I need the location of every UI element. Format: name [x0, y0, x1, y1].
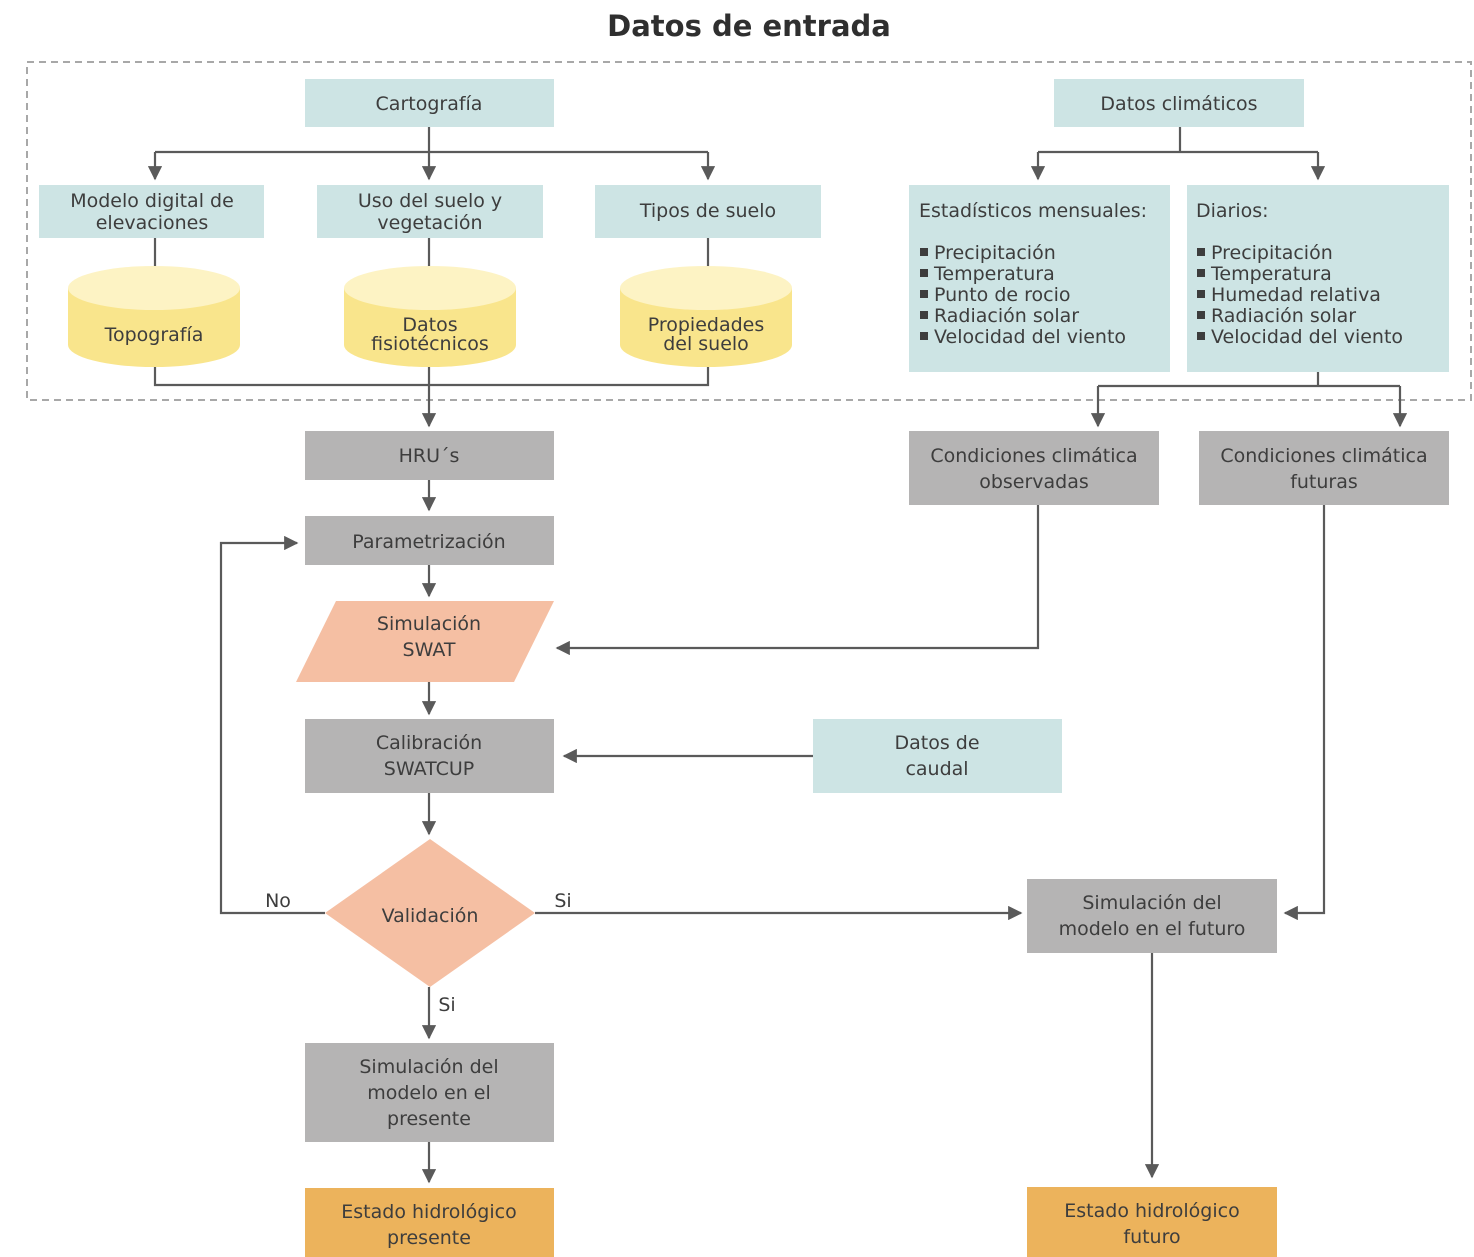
svg-text:Precipitación: Precipitación: [1211, 242, 1333, 264]
svg-text:SWATCUP: SWATCUP: [384, 758, 474, 780]
bullet-icon: [920, 311, 928, 319]
node-modelo-digital: Modelo digital de elevaciones: [39, 185, 264, 238]
svg-text:Punto de rocio: Punto de rocio: [934, 284, 1070, 306]
bullet-icon: [920, 290, 928, 298]
node-uso-suelo: Uso del suelo y vegetación: [317, 185, 543, 238]
svg-text:presente: presente: [387, 1227, 471, 1249]
bullet-icon: [920, 332, 928, 340]
node-datos-caudal: Datos de caudal: [813, 719, 1062, 793]
input-data-region: [26, 61, 1472, 401]
svg-text:Parametrización: Parametrización: [352, 531, 505, 553]
svg-text:Velocidad del viento: Velocidad del viento: [1211, 326, 1403, 348]
svg-text:Datos de: Datos de: [894, 732, 979, 754]
bullet-icon: [1197, 311, 1205, 319]
node-calibracion: Calibración SWATCUP: [305, 719, 554, 793]
svg-text:Radiación solar: Radiación solar: [934, 305, 1079, 327]
svg-text:Tipos de suelo: Tipos de suelo: [639, 200, 776, 222]
svg-text:Datos: Datos: [402, 314, 457, 336]
svg-text:Temperatura: Temperatura: [1210, 263, 1332, 285]
bullet-icon: [1197, 269, 1205, 277]
svg-text:Cartografía: Cartografía: [376, 93, 483, 115]
svg-text:Calibración: Calibración: [376, 732, 482, 754]
bullet-icon: [920, 248, 928, 256]
connector-validacion-no: [219, 535, 325, 915]
node-hrus: HRU´s: [305, 431, 554, 480]
svg-text:fisiotécnicos: fisiotécnicos: [371, 333, 489, 355]
svg-text:futuras: futuras: [1290, 471, 1358, 493]
svg-text:Simulación del: Simulación del: [359, 1056, 498, 1078]
connector-cylinders-merge: [153, 362, 710, 387]
svg-text:Estadísticos mensuales:: Estadísticos mensuales:: [919, 200, 1147, 222]
svg-text:Humedad relativa: Humedad relativa: [1211, 284, 1381, 306]
svg-text:Modelo digital de: Modelo digital de: [70, 190, 234, 212]
svg-text:modelo en el futuro: modelo en el futuro: [1059, 918, 1246, 940]
node-tipos-suelo: Tipos de suelo: [595, 185, 821, 238]
svg-text:Radiación solar: Radiación solar: [1211, 305, 1356, 327]
bullet-icon: [1197, 248, 1205, 256]
bullet-icon: [1197, 290, 1205, 298]
svg-text:elevaciones: elevaciones: [96, 212, 209, 234]
cylinder-propiedades-suelo: Propiedades del suelo: [620, 266, 792, 367]
node-parametrizacion: Parametrización: [305, 516, 554, 565]
svg-text:modelo en el: modelo en el: [367, 1082, 491, 1104]
svg-text:vegetación: vegetación: [377, 212, 482, 234]
connector-condobs-swat: [555, 505, 1040, 656]
bullet-icon: [920, 269, 928, 277]
svg-text:observadas: observadas: [979, 471, 1089, 493]
edge-label-si-down: Si: [438, 994, 455, 1016]
bullet-list: Precipitación Temperatura Humedad relati…: [1197, 242, 1403, 348]
svg-text:del suelo: del suelo: [663, 333, 749, 355]
svg-text:caudal: caudal: [905, 758, 968, 780]
svg-text:HRU´s: HRU´s: [399, 445, 460, 467]
node-simulacion-swat: Simulación SWAT: [296, 601, 554, 682]
edge-label-si-right: Si: [554, 890, 571, 912]
node-diarios: Diarios: Precipitación Temperatura Humed…: [1187, 185, 1449, 372]
connectors: [147, 127, 1408, 1184]
svg-text:SWAT: SWAT: [403, 639, 456, 661]
cylinder-topografia: Topografía: [68, 266, 240, 367]
bullet-list: Precipitación Temperatura Punto de rocio…: [920, 242, 1126, 348]
node-simulacion-futuro: Simulación del modelo en el futuro: [1027, 879, 1277, 953]
svg-text:Condiciones climática: Condiciones climática: [1220, 445, 1427, 467]
svg-text:presente: presente: [387, 1108, 471, 1130]
svg-text:Uso del suelo y: Uso del suelo y: [358, 190, 502, 212]
cylinder-datos-fisiotecnicos: Datos fisiotécnicos: [344, 266, 516, 367]
node-estado-futuro: Estado hidrológico futuro: [1027, 1187, 1277, 1257]
svg-text:Validación: Validación: [382, 905, 479, 927]
svg-text:Simulación del: Simulación del: [1082, 892, 1221, 914]
node-simulacion-presente: Simulación del modelo en el presente: [305, 1043, 554, 1142]
node-validacion: Validación: [325, 839, 535, 987]
node-condiciones-observadas: Condiciones climática observadas: [909, 431, 1159, 505]
svg-text:Simulación: Simulación: [377, 613, 481, 635]
svg-text:Propiedades: Propiedades: [648, 314, 765, 336]
svg-text:Temperatura: Temperatura: [933, 263, 1055, 285]
svg-text:Datos climáticos: Datos climáticos: [1100, 93, 1257, 115]
svg-text:Condiciones climática: Condiciones climática: [930, 445, 1137, 467]
node-condiciones-futuras: Condiciones climática futuras: [1199, 431, 1449, 505]
svg-text:Topografía: Topografía: [104, 324, 204, 346]
svg-text:Velocidad del viento: Velocidad del viento: [934, 326, 1126, 348]
node-estadisticos-mensuales: Estadísticos mensuales: Precipitación Te…: [909, 185, 1170, 372]
connector-condfut-simfuturo: [1283, 505, 1326, 921]
bullet-icon: [1197, 332, 1205, 340]
diagram-title: Datos de entrada: [607, 9, 891, 43]
svg-text:Estado hidrológico: Estado hidrológico: [1064, 1200, 1239, 1222]
svg-text:Estado hidrológico: Estado hidrológico: [341, 1201, 516, 1223]
node-datos-climaticos: Datos climáticos: [1054, 79, 1304, 127]
node-cartografia: Cartografía: [305, 79, 554, 127]
edge-label-no: No: [265, 890, 291, 912]
svg-text:Diarios:: Diarios:: [1196, 200, 1269, 222]
svg-text:Precipitación: Precipitación: [934, 242, 1056, 264]
node-estado-presente: Estado hidrológico presente: [305, 1188, 554, 1257]
svg-text:futuro: futuro: [1123, 1226, 1180, 1248]
